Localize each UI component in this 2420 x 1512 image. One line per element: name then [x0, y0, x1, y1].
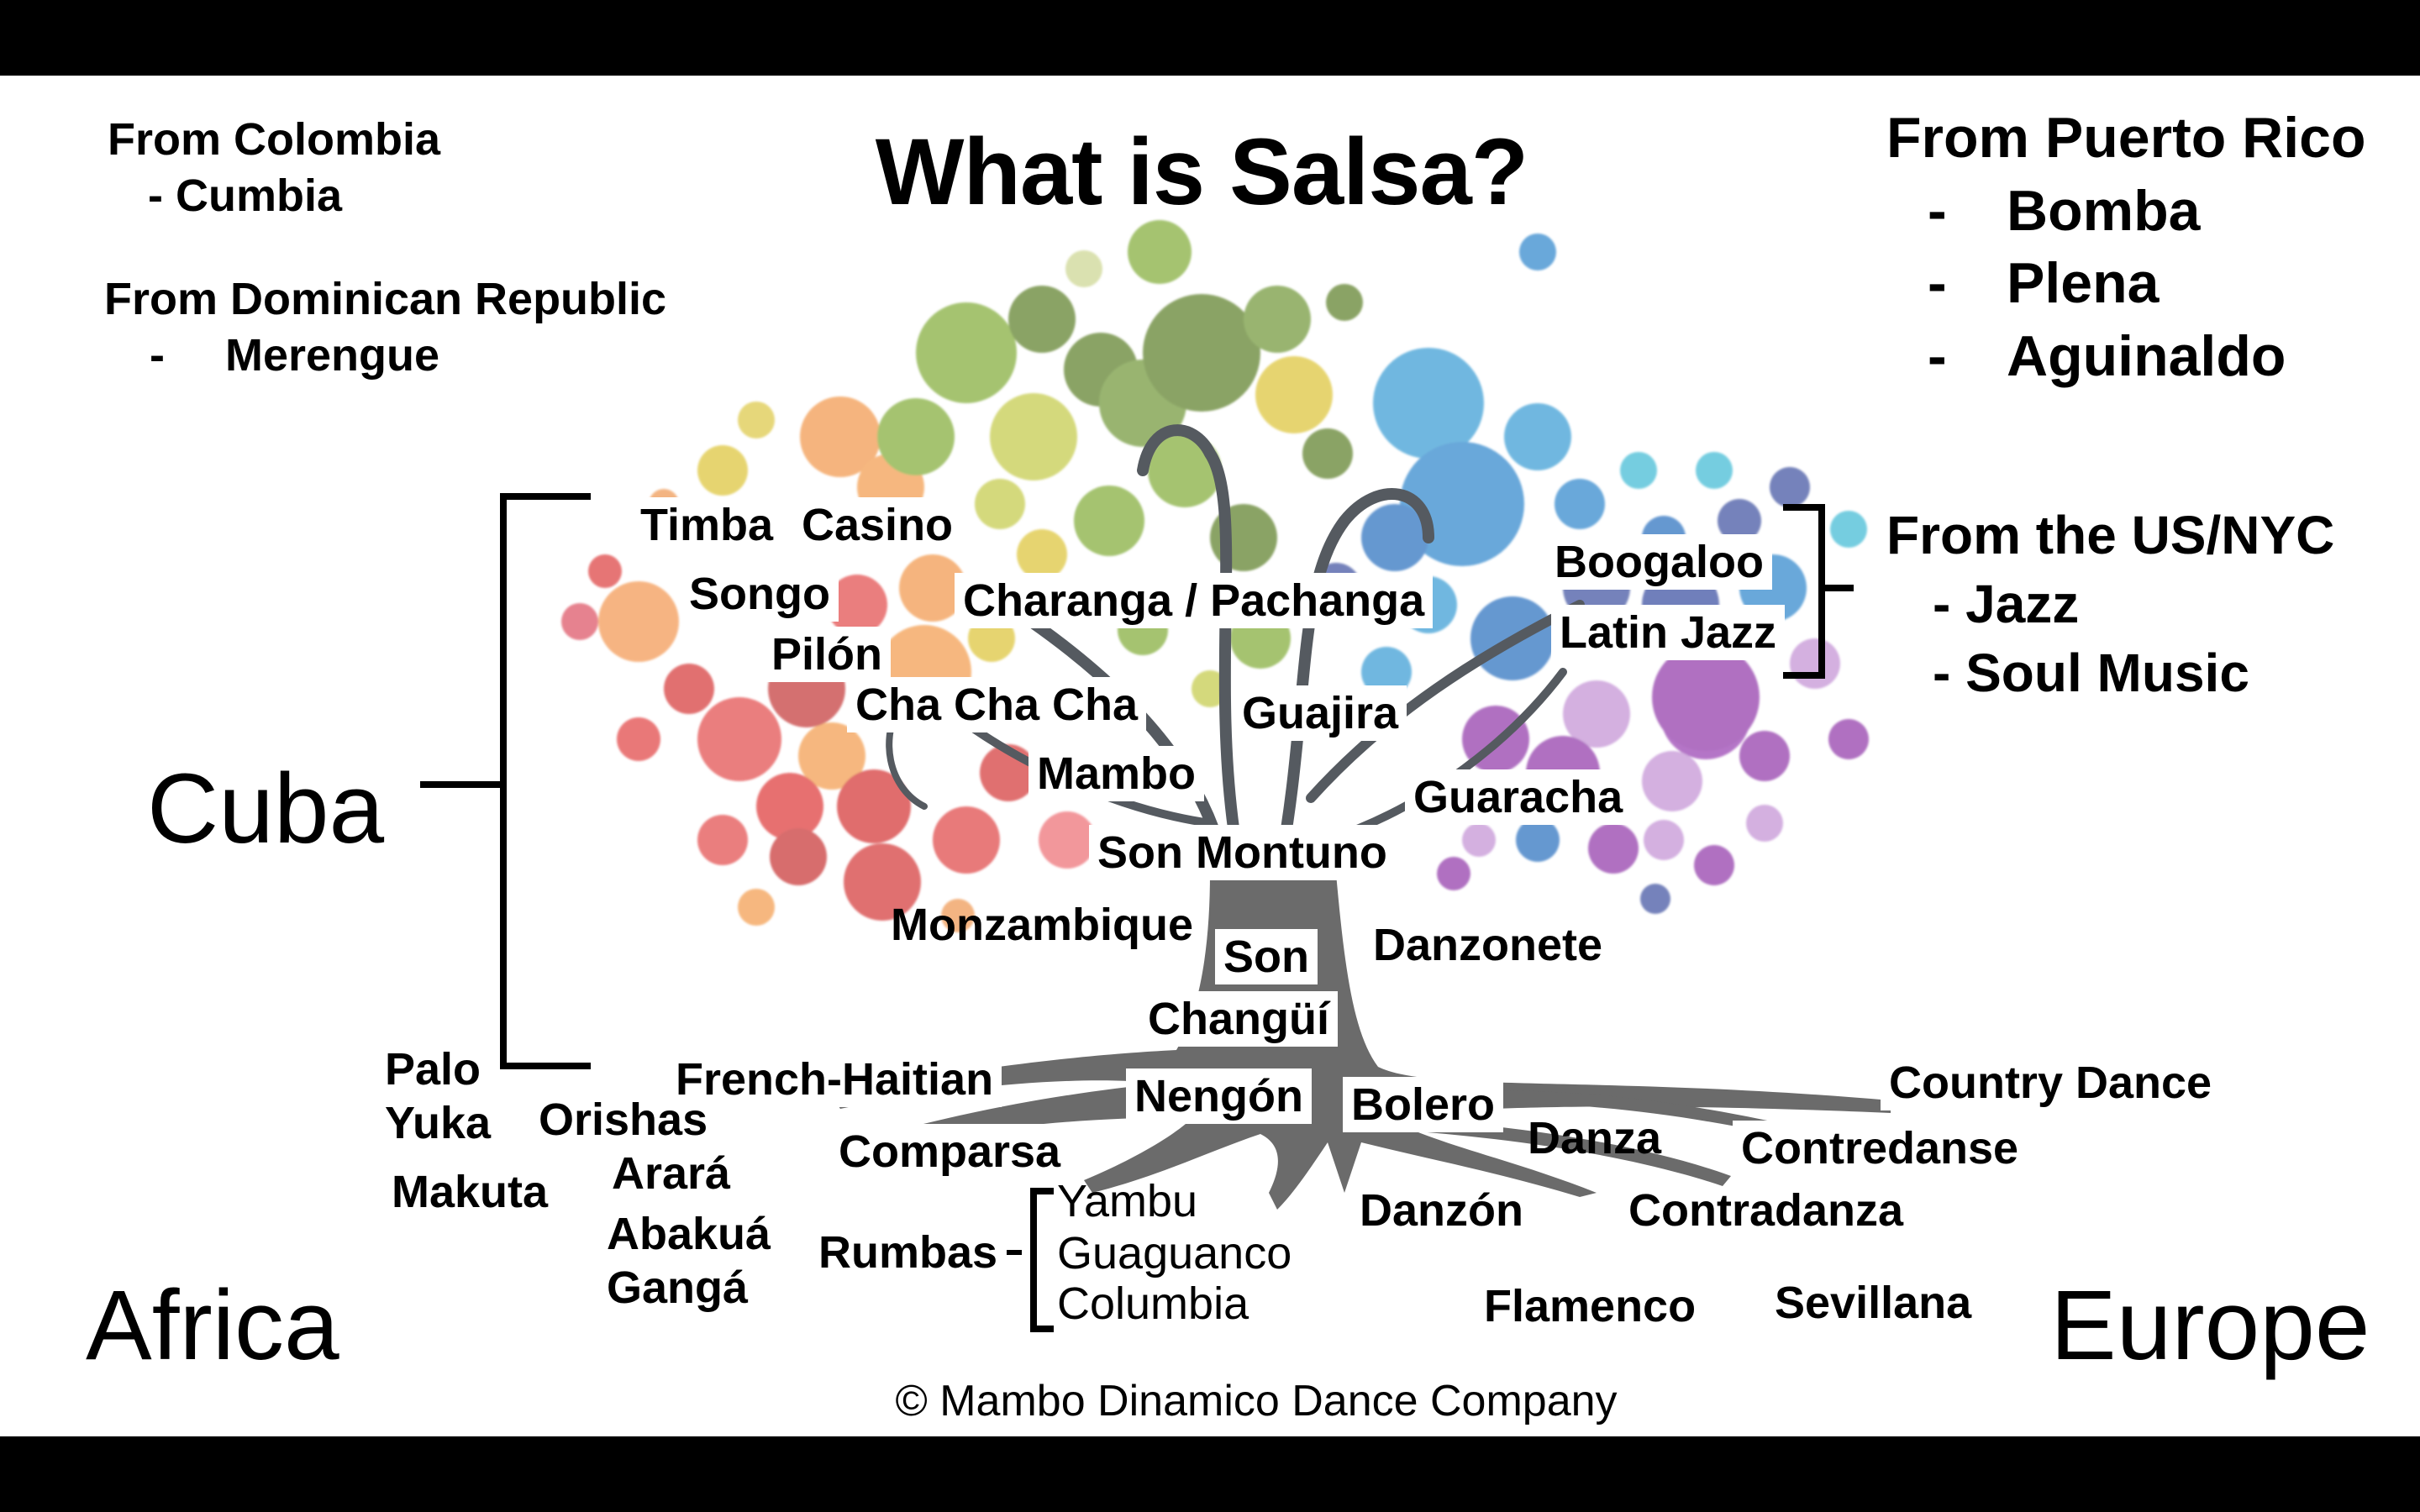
- label-abakua: Abakuá: [607, 1209, 771, 1259]
- rumbas-bracket: [1030, 1188, 1054, 1332]
- dominican-republic-heading: From Dominican Republic: [104, 274, 667, 324]
- label-monzambique: Monzambique: [891, 900, 1193, 950]
- label-casino: Casino: [793, 497, 962, 553]
- label-pilon: Pilón: [763, 627, 891, 682]
- canopy-dots: [561, 220, 1869, 932]
- rumbas-bracket-stem: [1007, 1250, 1022, 1255]
- label-latin-jazz: Latin Jazz: [1551, 605, 1786, 660]
- us-nyc-item-soul: - Soul Music: [1933, 643, 2249, 703]
- label-son: Son: [1215, 929, 1318, 984]
- label-timba: Timba: [632, 497, 782, 553]
- pr-item-plena: Plena: [2007, 251, 2160, 315]
- cuba-bracket-stem: [420, 781, 500, 788]
- label-bolero: Bolero: [1343, 1077, 1504, 1132]
- rumba-yambu: Yambu: [1057, 1176, 1198, 1226]
- label-arara: Arará: [612, 1148, 731, 1199]
- label-danzonete: Danzonete: [1373, 920, 1603, 970]
- dominican-item-merengue: Merengue: [225, 330, 440, 381]
- label-yuka: Yuka: [385, 1098, 492, 1148]
- rumba-columbia: Columbia: [1057, 1278, 1249, 1329]
- label-songo: Songo: [681, 566, 839, 622]
- label-charanga-pachanga: Charanga / Pachanga: [955, 573, 1434, 628]
- rumba-guaguanco: Guaguanco: [1057, 1228, 1292, 1278]
- pr-item-aguinaldo: Aguinaldo: [2007, 324, 2286, 388]
- label-nengon: Nengón: [1126, 1068, 1312, 1124]
- label-changui: Changüí: [1139, 991, 1338, 1047]
- label-palo: Palo: [385, 1044, 481, 1095]
- label-guajira: Guajira: [1234, 685, 1407, 741]
- label-contredanse: Contredanse: [1733, 1121, 2028, 1176]
- label-rumbas: Rumbas: [818, 1227, 998, 1278]
- us-nyc-heading: From the US/NYC: [1886, 505, 2335, 565]
- top-letterbox-bar: [0, 0, 2420, 76]
- label-mambo: Mambo: [1028, 746, 1204, 801]
- page-title: What is Salsa?: [875, 119, 1528, 224]
- label-danza: Danza: [1528, 1113, 1662, 1163]
- label-contradanza: Contradanza: [1628, 1185, 1904, 1236]
- colombia-item-cumbia: - Cumbia: [148, 171, 343, 221]
- label-boogaloo: Boogaloo: [1546, 534, 1772, 590]
- label-french-haitian: French-Haitian: [667, 1052, 1002, 1107]
- pr-item-bomba: Bomba: [2007, 179, 2201, 243]
- label-ganga: Gangá: [607, 1263, 749, 1313]
- region-africa: Africa: [86, 1270, 339, 1381]
- label-country-dance: Country Dance: [1881, 1055, 2221, 1110]
- label-cha-cha-cha: Cha Cha Cha: [847, 677, 1147, 732]
- pr-dash-1: -: [1928, 179, 1947, 243]
- pr-dash-2: -: [1928, 251, 1947, 315]
- label-flamenco: Flamenco: [1484, 1281, 1697, 1331]
- label-sevillana: Sevillana: [1775, 1278, 1972, 1328]
- colombia-heading: From Colombia: [108, 114, 441, 165]
- bottom-letterbox-bar: [0, 1436, 2420, 1512]
- dominican-dash: -: [150, 330, 165, 381]
- us-nyc-bracket-stem: [1823, 585, 1854, 591]
- copyright-notice: © Mambo Dinamico Dance Company: [895, 1377, 1618, 1425]
- us-nyc-bracket: [1783, 504, 1825, 679]
- puerto-rico-heading: From Puerto Rico: [1886, 106, 2366, 170]
- pr-dash-3: -: [1928, 324, 1947, 388]
- us-nyc-item-jazz: - Jazz: [1933, 574, 2080, 634]
- label-danzon: Danzón: [1360, 1185, 1523, 1236]
- label-comparsa: Comparsa: [830, 1124, 1070, 1179]
- cuba-bracket: [500, 493, 591, 1069]
- label-guaracha: Guaracha: [1405, 769, 1632, 825]
- region-cuba: Cuba: [147, 753, 385, 864]
- label-son-montuno: Son Montuno: [1089, 825, 1396, 880]
- region-europe: Europe: [2050, 1270, 2370, 1381]
- label-makuta: Makuta: [392, 1167, 549, 1217]
